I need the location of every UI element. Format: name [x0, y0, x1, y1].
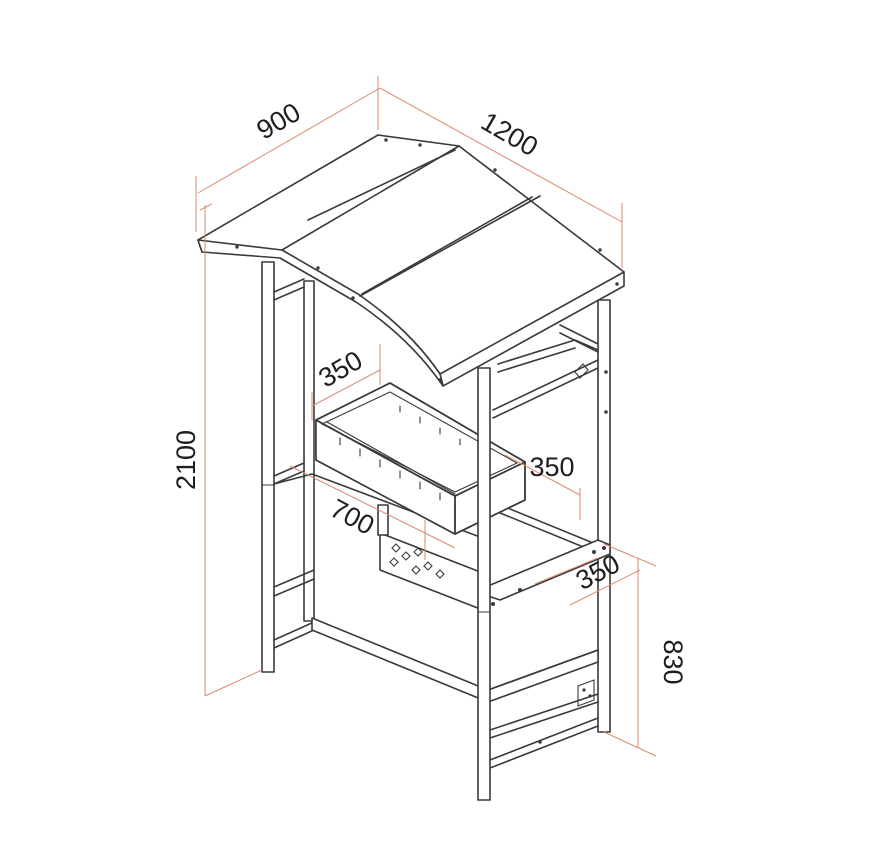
- roof: [197, 134, 625, 387]
- firebox-depth-label: 350: [529, 452, 574, 482]
- dimension-lines: [195, 76, 657, 757]
- roof-width-label: 1200: [476, 106, 543, 162]
- firebox: [315, 382, 526, 535]
- vent-holes: [389, 543, 445, 579]
- firebox-width-label: 350: [313, 345, 367, 394]
- firebox-slots: [339, 405, 481, 501]
- total-height-label: 2100: [171, 430, 201, 490]
- front-posts: [377, 367, 491, 801]
- firebox-length-label: 700: [325, 493, 379, 541]
- left-frame: [261, 261, 315, 673]
- work-height-label: 830: [658, 639, 688, 684]
- roof-depth-label: 900: [251, 97, 305, 146]
